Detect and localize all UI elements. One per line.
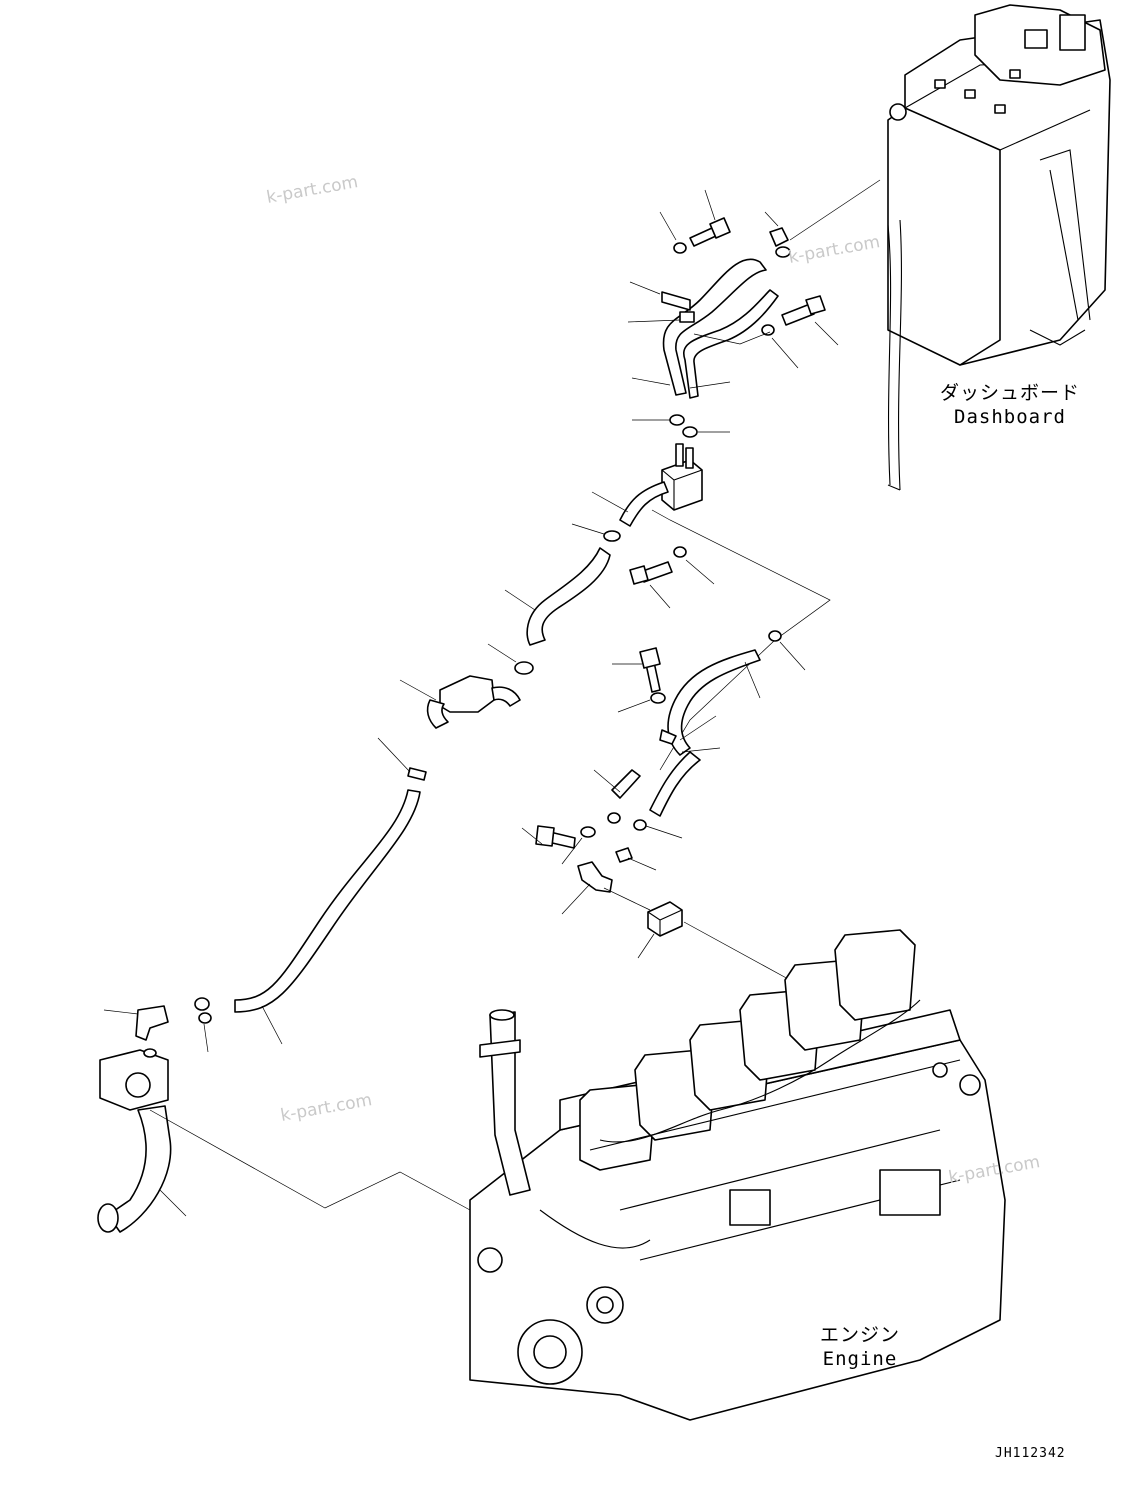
drawing-code: JH112342 [995,1446,1066,1461]
dashboard-label-jp: ダッシュボード [940,382,1081,404]
engine-label-jp: エンジン [819,1324,900,1346]
valve-block-hoses [487,443,831,771]
dashboard-label-en: Dashboard [954,406,1066,428]
water-outlet-pipe [97,1048,471,1233]
engine-label-en: Engine [822,1348,898,1370]
dashboard-assembly [789,4,1111,491]
right-hose-fittings [521,630,806,981]
engine-block [469,929,1006,1421]
heater-hoses-upper [627,189,839,438]
left-hose-run [103,675,521,1053]
